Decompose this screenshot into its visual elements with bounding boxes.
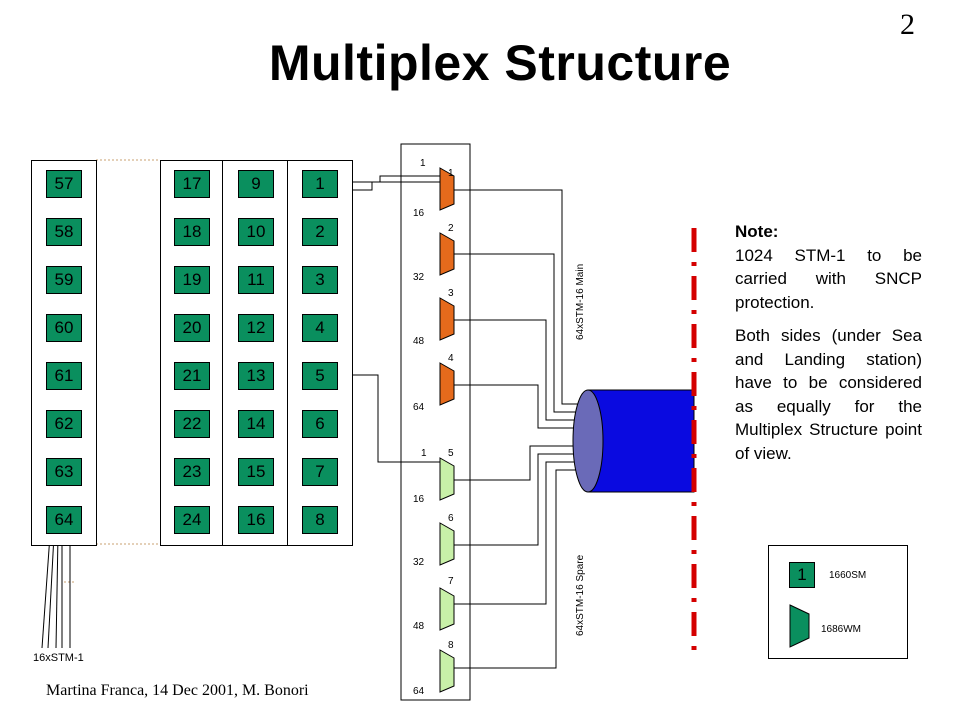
cell-col-9-6: 15 [238,458,274,486]
note-box: Note: 1024 STM-1 to be carried with SNCP… [735,220,922,475]
legend-shape-label: 1686WM [821,624,862,635]
cell-col-57-3: 60 [46,314,82,342]
cell-col-1-5: 6 [302,410,338,438]
legend-shape-icon [789,604,810,648]
cell-col-57-6: 63 [46,458,82,486]
mux-spare-5 [439,457,455,501]
cell-col-17-3: 20 [174,314,210,342]
mux-main-3 [439,297,455,341]
link-spare-label: 64xSTM-16 Spare [575,554,586,636]
group-bottom-48: 48 [413,621,425,632]
note-line-1: 1024 STM-1 to be carried with SNCP prote… [735,245,922,312]
bundle-label: 16xSTM-1 [33,652,84,664]
group-top-1: 1 [420,158,426,169]
mux-main-1 [439,167,455,211]
group-top-48: 48 [413,336,425,347]
mux-main-4 [439,362,455,406]
cell-col-1-1: 2 [302,218,338,246]
cell-col-9-0: 9 [238,170,274,198]
link-main-label: 64xSTM-16 Main [575,263,586,340]
legend-box: 1 1660SM 1686WM [768,545,908,659]
legend-cell: 1 [789,562,815,588]
cell-col-1-3: 4 [302,314,338,342]
mux-number-3: 3 [448,288,454,299]
cell-col-17-7: 24 [174,506,210,534]
note-line-2: Both sides (under Sea and Landing statio… [735,326,922,463]
group-top-32: 32 [413,272,425,283]
mux-number-4: 4 [448,353,454,364]
cable-body [587,389,695,493]
group-bottom-64: 64 [413,686,425,697]
page-number: 2 [900,8,915,41]
mux-spare-6 [439,522,455,566]
cell-col-57-4: 61 [46,362,82,390]
group-top-16: 16 [413,208,425,219]
mux-spare-7 [439,587,455,631]
cell-col-9-2: 11 [238,266,274,294]
cell-col-9-1: 10 [238,218,274,246]
cell-col-57-7: 64 [46,506,82,534]
page-title: Multiplex Structure [268,35,732,91]
mux-number-2: 2 [448,223,454,234]
cell-col-57-1: 58 [46,218,82,246]
mux-number-8: 8 [448,640,454,651]
cell-col-9-5: 14 [238,410,274,438]
cell-col-57-5: 62 [46,410,82,438]
cell-col-1-7: 8 [302,506,338,534]
cell-col-17-2: 19 [174,266,210,294]
note-heading: Note: [735,222,779,241]
cell-col-9-3: 12 [238,314,274,342]
cell-col-1-4: 5 [302,362,338,390]
group-bottom-32: 32 [413,557,425,568]
cell-col-57-0: 57 [46,170,82,198]
group-bottom-16: 16 [413,494,425,505]
cell-col-57-2: 59 [46,266,82,294]
mux-number-7: 7 [448,576,454,587]
mux-number-1: 1 [448,168,454,179]
footer-caption: Martina Franca, 14 Dec 2001, M. Bonori [46,682,309,699]
legend-cell-label: 1660SM [829,570,867,581]
cell-col-9-7: 16 [238,506,274,534]
group-top-64: 64 [413,402,425,413]
cell-col-17-4: 21 [174,362,210,390]
cable-end [572,389,604,493]
cell-col-9-4: 13 [238,362,274,390]
cell-col-1-0: 1 [302,170,338,198]
group-bottom-1: 1 [421,448,427,459]
cell-col-17-0: 17 [174,170,210,198]
mux-main-2 [439,232,455,276]
mux-number-6: 6 [448,513,454,524]
cell-col-17-5: 22 [174,410,210,438]
cell-col-1-6: 7 [302,458,338,486]
cell-col-17-6: 23 [174,458,210,486]
cell-col-17-1: 18 [174,218,210,246]
mux-spare-8 [439,649,455,693]
cell-col-1-2: 3 [302,266,338,294]
mux-number-5: 5 [448,448,454,459]
